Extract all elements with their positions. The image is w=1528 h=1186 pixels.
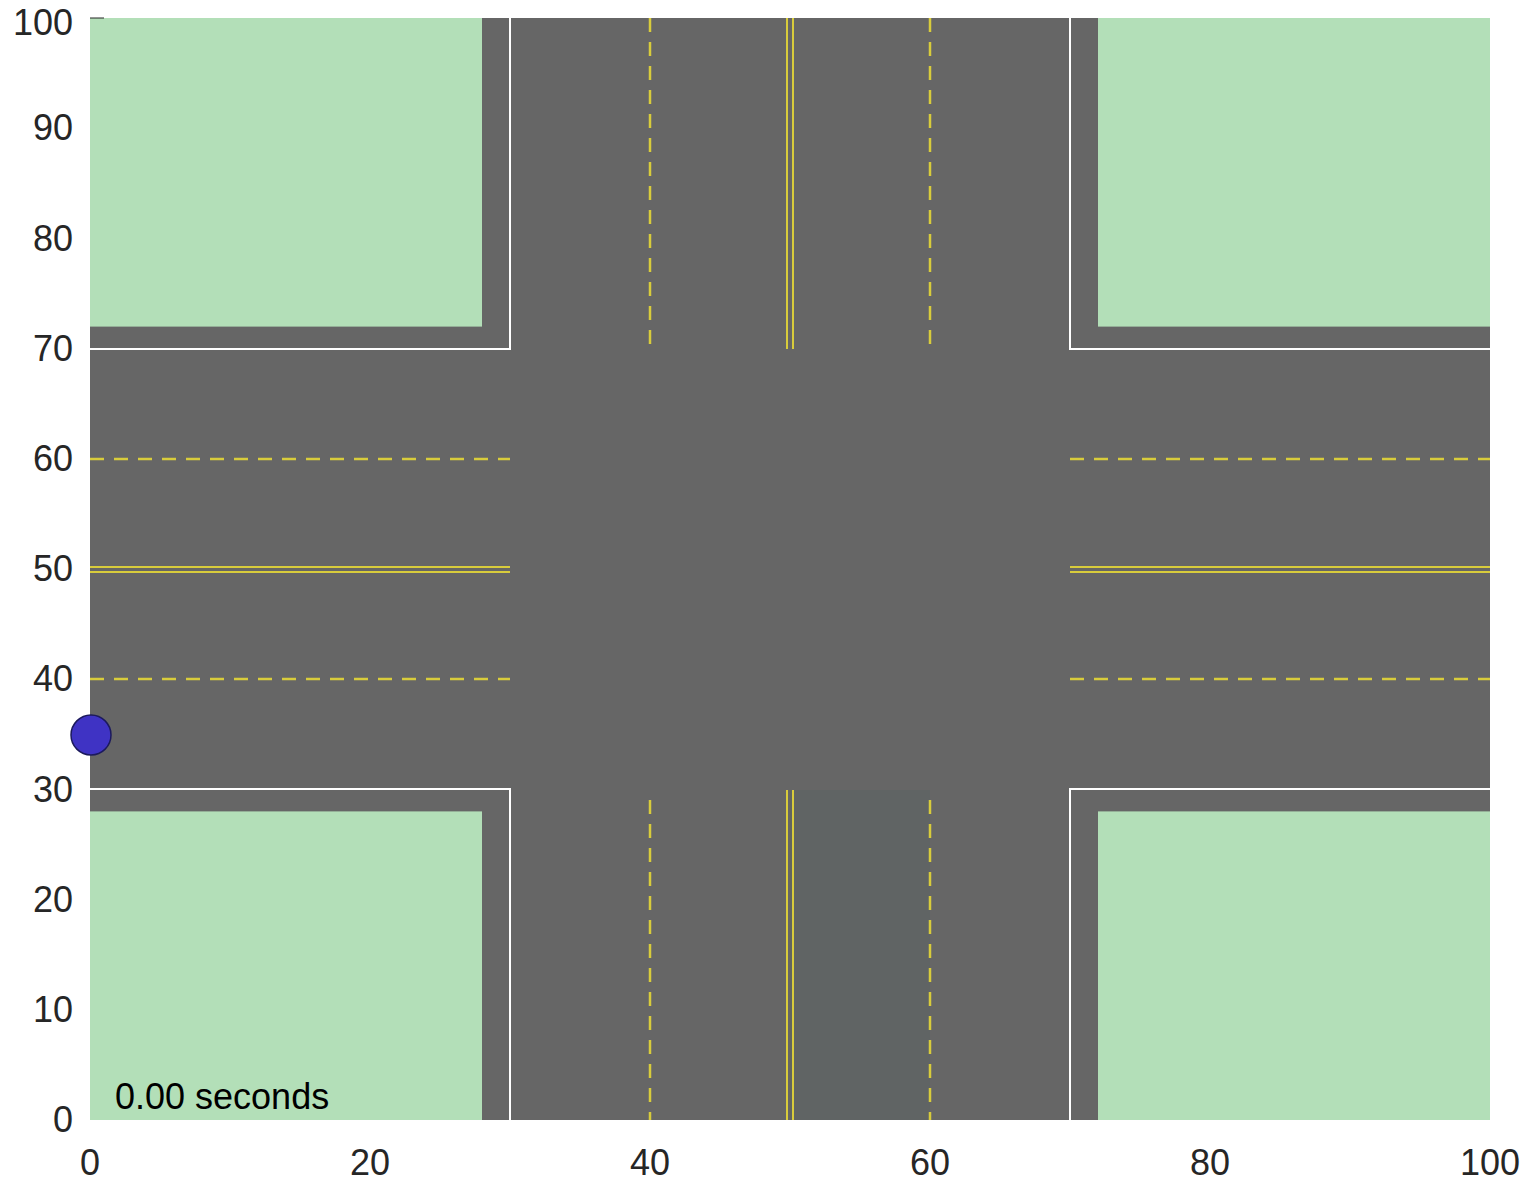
tick-holder: 80 bbox=[33, 219, 73, 259]
tick-label: 60 bbox=[910, 1143, 950, 1183]
road-surface bbox=[90, 18, 1490, 1120]
tick-holder: 10 bbox=[33, 990, 73, 1030]
tick-holder: 70 bbox=[33, 329, 73, 369]
curb-line bbox=[90, 18, 510, 349]
tick-holder: 0 bbox=[53, 1100, 73, 1140]
grass-corner bbox=[90, 18, 482, 327]
tick-holder: 30 bbox=[33, 770, 73, 810]
time-readout: 0.00 seconds bbox=[115, 1077, 329, 1117]
tick-label: 20 bbox=[350, 1143, 390, 1183]
grass-corner bbox=[1098, 811, 1490, 1120]
lane-divider bbox=[1070, 458, 1490, 461]
tick-holder: 100 bbox=[1460, 1143, 1520, 1183]
tick-label: 20 bbox=[33, 880, 73, 920]
tick-holder: 90 bbox=[33, 108, 73, 148]
tick-holder: 0 bbox=[80, 1143, 100, 1183]
center-line bbox=[1070, 566, 1490, 568]
lane-divider bbox=[649, 18, 652, 349]
grass-corner bbox=[1098, 18, 1490, 327]
tick-label: 70 bbox=[33, 329, 73, 369]
tick-label: 30 bbox=[33, 770, 73, 810]
center-line bbox=[786, 790, 788, 1120]
center-line bbox=[792, 790, 794, 1120]
tick-label: 10 bbox=[33, 990, 73, 1030]
lane-divider bbox=[90, 678, 510, 681]
vehicle-dot bbox=[71, 715, 111, 755]
lane-divider bbox=[929, 800, 932, 1120]
curb-line bbox=[1070, 789, 1490, 1120]
lane-shade bbox=[790, 790, 930, 1120]
axis-tick bbox=[90, 18, 104, 19]
tick-holder: 60 bbox=[33, 439, 73, 479]
tick-label: 100 bbox=[1460, 1143, 1520, 1183]
center-line bbox=[90, 566, 510, 568]
tick-label: 50 bbox=[33, 549, 73, 589]
tick-label: 0 bbox=[80, 1143, 100, 1183]
tick-holder: 40 bbox=[33, 659, 73, 699]
curb-line bbox=[1070, 18, 1490, 349]
tick-label: 80 bbox=[1190, 1143, 1230, 1183]
center-line bbox=[792, 18, 794, 349]
tick-holder: 20 bbox=[33, 880, 73, 920]
tick-label: 0 bbox=[53, 1100, 73, 1140]
lane-divider bbox=[649, 800, 652, 1120]
curb-line bbox=[90, 789, 510, 1120]
tick-holder: 40 bbox=[630, 1143, 670, 1183]
tick-holder: 80 bbox=[1190, 1143, 1230, 1183]
center-line bbox=[786, 18, 788, 349]
tick-holder: 60 bbox=[910, 1143, 950, 1183]
grass-corner bbox=[90, 811, 482, 1120]
tick-label: 40 bbox=[33, 659, 73, 699]
tick-holder: 100 bbox=[13, 3, 73, 43]
tick-label: 100 bbox=[13, 3, 73, 43]
tick-label: 90 bbox=[33, 108, 73, 148]
lane-divider bbox=[1070, 678, 1490, 681]
tick-label: 40 bbox=[630, 1143, 670, 1183]
tick-label: 60 bbox=[33, 439, 73, 479]
tick-holder: 50 bbox=[33, 549, 73, 589]
time-holder: 0.00 seconds bbox=[115, 1077, 329, 1117]
tick-holder: 20 bbox=[350, 1143, 390, 1183]
tick-label: 80 bbox=[33, 219, 73, 259]
center-line bbox=[1070, 571, 1490, 573]
center-line bbox=[90, 571, 510, 573]
lane-divider bbox=[90, 458, 510, 461]
lane-divider bbox=[929, 18, 932, 349]
